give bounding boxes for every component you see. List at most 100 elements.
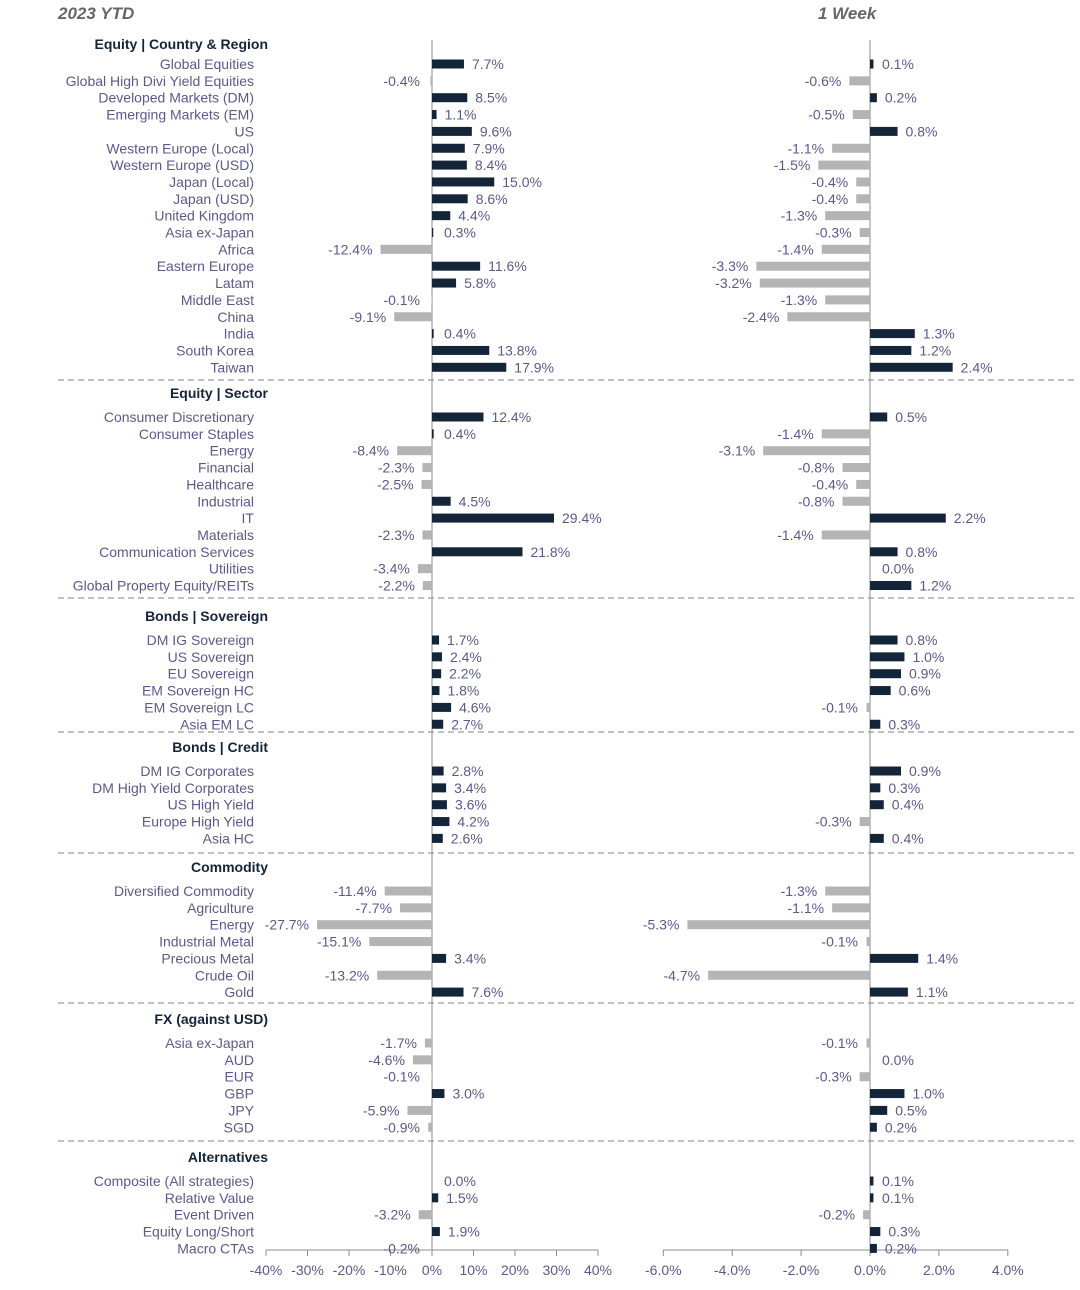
- ytd-bar: [428, 1122, 432, 1132]
- wk-value-label: 1.2%: [919, 342, 951, 358]
- x-tick-label: -2.0%: [783, 1262, 820, 1278]
- wk-value-label: -0.2%: [819, 1207, 856, 1223]
- x-tick-label: 0%: [422, 1262, 442, 1278]
- row-label: Latam: [215, 275, 254, 291]
- row-label: US Sovereign: [168, 649, 254, 665]
- ytd-bar: [422, 463, 432, 473]
- row-label: India: [224, 326, 255, 342]
- wk-bar: [866, 1038, 870, 1048]
- row-label: Western Europe (USD): [110, 157, 254, 173]
- ytd-value-label: -11.4%: [333, 883, 376, 899]
- row-label: Relative Value: [165, 1190, 254, 1206]
- ytd-value-label: -0.2%: [383, 1240, 420, 1256]
- wk-bar: [870, 800, 884, 810]
- ytd-value-label: -5.9%: [363, 1102, 400, 1118]
- wk-value-label: 0.0%: [882, 1052, 914, 1068]
- wk-value-label: -1.3%: [781, 883, 818, 899]
- ytd-value-label: -0.4%: [383, 73, 420, 89]
- wk-value-label: 0.5%: [895, 409, 927, 425]
- wk-value-label: -3.2%: [715, 275, 752, 291]
- row-label: United Kingdom: [154, 208, 254, 224]
- ytd-bar: [417, 564, 432, 574]
- wk-value-label: 0.1%: [882, 56, 914, 72]
- ytd-value-label: 4.2%: [457, 814, 489, 830]
- row-label: Eastern Europe: [157, 258, 254, 274]
- ytd-value-label: 4.6%: [459, 699, 491, 715]
- ytd-bar: [432, 228, 434, 237]
- ytd-value-label: -3.2%: [374, 1207, 411, 1223]
- wk-value-label: -0.4%: [812, 476, 849, 492]
- ytd-bar: [430, 76, 432, 86]
- wk-value-label: -1.5%: [774, 157, 811, 173]
- ytd-value-label: 1.7%: [447, 632, 479, 648]
- row-label: Diversified Commodity: [114, 883, 254, 899]
- ytd-bar: [432, 160, 467, 170]
- row-label: Asia EM LC: [180, 716, 254, 732]
- section-title: Commodity: [191, 859, 268, 875]
- ytd-bar: [412, 1055, 432, 1065]
- ytd-value-label: -12.4%: [328, 241, 372, 257]
- ytd-bar: [369, 937, 432, 947]
- row-label: Asia HC: [203, 830, 254, 846]
- row-label: US: [235, 123, 254, 139]
- ytd-bar: [432, 345, 490, 355]
- wk-value-label: 0.1%: [882, 1173, 914, 1189]
- row-label: IT: [242, 510, 255, 526]
- wk-value-label: 0.8%: [906, 123, 938, 139]
- wk-value-label: 2.4%: [961, 359, 993, 375]
- ytd-value-label: 8.5%: [475, 90, 507, 106]
- wk-bar: [870, 1089, 905, 1099]
- x-tick-label: 40%: [584, 1262, 612, 1278]
- ytd-value-label: 0.4%: [444, 326, 476, 342]
- row-label: Agriculture: [187, 900, 254, 916]
- ytd-bar: [432, 329, 434, 339]
- wk-bar: [870, 329, 915, 339]
- ytd-bar: [432, 833, 443, 843]
- ytd-value-label: -27.7%: [265, 917, 309, 933]
- ytd-value-label: 3.4%: [454, 780, 486, 796]
- wk-value-label: -0.8%: [798, 493, 835, 509]
- x-tick-label: 20%: [501, 1262, 529, 1278]
- wk-bar: [870, 652, 905, 662]
- row-label: South Korea: [176, 342, 254, 358]
- wk-bar: [870, 1193, 874, 1203]
- ytd-bar: [432, 278, 457, 288]
- row-label: Western Europe (Local): [106, 140, 254, 156]
- x-tick-label: -40%: [250, 1262, 283, 1278]
- ytd-value-label: 9.6%: [480, 123, 512, 139]
- ytd-bar: [380, 244, 432, 254]
- wk-bar: [870, 412, 888, 422]
- x-tick-label: -6.0%: [645, 1262, 682, 1278]
- row-label: Asia ex-Japan: [165, 225, 254, 241]
- ytd-bar: [407, 1105, 432, 1115]
- ytd-value-label: 8.6%: [476, 191, 508, 207]
- wk-value-label: 1.3%: [923, 326, 955, 342]
- ytd-bar: [432, 1193, 439, 1203]
- wk-bar: [859, 228, 870, 237]
- wk-bar: [787, 312, 870, 322]
- wk-value-label: -2.4%: [743, 309, 780, 325]
- ytd-value-label: 2.2%: [449, 666, 481, 682]
- section-title: Alternatives: [188, 1149, 268, 1165]
- ytd-value-label: 3.6%: [455, 797, 487, 813]
- ytd-bar: [432, 362, 507, 372]
- ytd-value-label: -0.1%: [383, 292, 420, 308]
- ytd-bar: [422, 581, 432, 590]
- row-label: EUR: [224, 1069, 254, 1085]
- wk-value-label: -0.1%: [821, 699, 858, 715]
- row-label: Global Equities: [160, 56, 254, 72]
- row-label: EM Sovereign HC: [142, 683, 254, 699]
- wk-value-label: -0.3%: [815, 225, 852, 241]
- ytd-value-label: 2.7%: [451, 716, 483, 732]
- ytd-value-label: 3.4%: [454, 950, 486, 966]
- ytd-value-label: 7.6%: [472, 984, 504, 1000]
- ytd-value-label: 1.5%: [446, 1190, 478, 1206]
- ytd-bar: [432, 1227, 440, 1237]
- row-label: Consumer Discretionary: [104, 409, 254, 425]
- wk-value-label: -1.1%: [788, 900, 825, 916]
- row-label: Event Driven: [174, 1207, 254, 1223]
- ytd-bar: [432, 766, 444, 776]
- ytd-bar: [422, 530, 432, 540]
- ytd-bar: [432, 59, 464, 69]
- wk-bar: [832, 143, 870, 153]
